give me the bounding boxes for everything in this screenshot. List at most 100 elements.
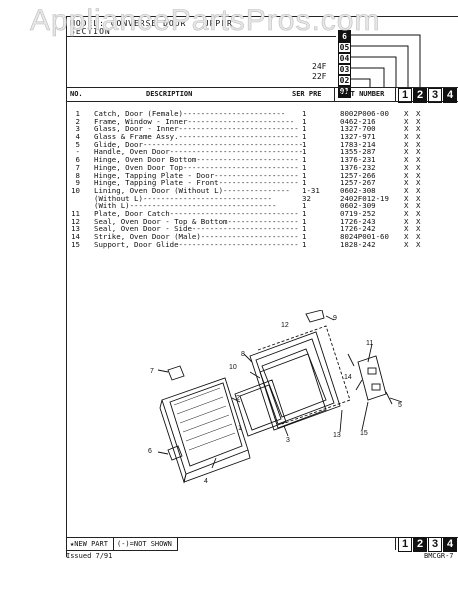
variant-mark-2: X [416,139,421,149]
legend-new-part: ★NEW PART [70,540,108,548]
part-qty: 1 [302,216,307,226]
legend-not-shown: (-)=NOT SHOWN [117,540,172,548]
part-qty: 1 [302,116,307,126]
part-number-index: 8 [75,170,80,180]
callout-1: 1 [238,425,242,432]
footer-variant-box-1: 1 [398,537,412,552]
part-description: Plate, Door Catch-----------------------… [94,208,299,218]
code-bracket-lines [350,34,421,88]
variant-mark-2: X [416,116,421,126]
variant-mark-1: X [404,109,409,118]
variant-mark-2: X [416,208,421,218]
callout-2: 2 [236,395,240,402]
variant-mark-1: X [404,201,409,211]
part-qty: 1 [302,162,307,172]
part-number-index: 7 [75,162,80,172]
variant-box-1: 1 [398,88,412,103]
part-number-index: 1 [75,109,80,118]
code-box: 6 [338,30,351,43]
variant-box-3: 3 [428,88,442,103]
variant-mark-1: X [404,224,409,234]
part-description: Frame, Window - Inner-------------------… [94,116,295,126]
part-qty: 1 [302,109,307,118]
callout-12: 12 [281,322,289,329]
footer-top-rule [66,537,458,538]
part-description: Seal, Oven Door - Top & Bottom----------… [94,216,299,226]
variant-mark-2: X [416,201,421,211]
footer-variant-box-4: 4 [443,537,457,552]
variant-mark-1: X [404,155,409,165]
callout-15: 15 [360,430,368,437]
top-hinge [167,365,185,381]
bottom-hinge [167,445,183,461]
part-qty: 1 [302,224,307,234]
col-ser-pre: SER PRE [292,90,322,98]
variant-mark-1: X [404,124,409,134]
issued-date: Issued 7/91 [66,552,113,560]
part-description: Support, Door Glide---------------------… [94,239,299,249]
footer-variant-box-3: 3 [428,537,442,552]
part-description: Hinge, Oven Door Top--------------------… [94,162,299,172]
part-number: 0602-308 [340,185,376,195]
catch-plate [357,355,387,401]
variant-mark-1: X [404,139,409,149]
variant-mark-2: X [416,239,421,249]
col-part-number: PART NUMBER [338,90,385,98]
part-qty: 1 [302,139,307,149]
part-description: (With L)--------------------------------… [94,201,277,211]
part-description: Seal, Oven Door - Side------------------… [94,224,299,234]
callout-6: 6 [148,448,152,455]
col-no: NO. [70,90,83,98]
variant-mark-1: X [404,216,409,226]
part-number: 1783-214 [340,139,376,149]
variant-mark-2: X [416,132,421,142]
header-divider [66,36,336,37]
part-description: Hinge, Oven Door Bottom-----------------… [94,155,299,165]
callout-14: 14 [344,374,352,381]
callout-7: 7 [150,368,154,375]
part-number: 1726-242 [340,224,376,234]
part-number-index: 11 [71,208,80,218]
variant-mark-2: X [416,124,421,134]
part-number: 1376-232 [340,162,376,172]
door-outer-frame [161,377,249,475]
variant-mark-1: X [404,132,409,142]
part-number: 1726-243 [340,216,376,226]
part-number-index: 10 [71,185,80,195]
code-22f: 22F [312,72,327,81]
code-box: 05 [338,41,351,54]
footer-divider [177,537,178,550]
footer-divider [113,537,114,550]
part-number: 0719-252 [340,208,376,218]
part-number: 1327-700 [340,124,376,134]
variant-mark-1: X [404,208,409,218]
callout-5: 5 [398,402,402,409]
variant-mark-2: X [416,109,421,118]
part-number: 1327-971 [340,132,376,142]
variant-mark-1: X [404,232,409,241]
part-description: Hinge, Tapping Plate - Front------------… [94,178,299,188]
part-number: 1257-266 [340,170,376,180]
code-box: 01 [338,85,351,98]
part-number-index: - [75,147,80,157]
section-line: SECTION [70,27,111,36]
part-number-index: 15 [71,239,80,249]
part-row: -Handle, Oven Door----------------------… [70,148,455,156]
callout-9: 9 [333,315,337,322]
part-qty: 1 [302,178,307,188]
part-number-index: 14 [71,232,80,241]
column-header-top-rule [66,87,458,88]
variant-mark-1: X [404,162,409,172]
part-number-index: 12 [71,216,80,226]
variant-mark-2: X [416,178,421,188]
variant-mark-2: X [416,224,421,234]
variant-mark-2: X [416,162,421,172]
callout-11: 11 [366,340,374,347]
